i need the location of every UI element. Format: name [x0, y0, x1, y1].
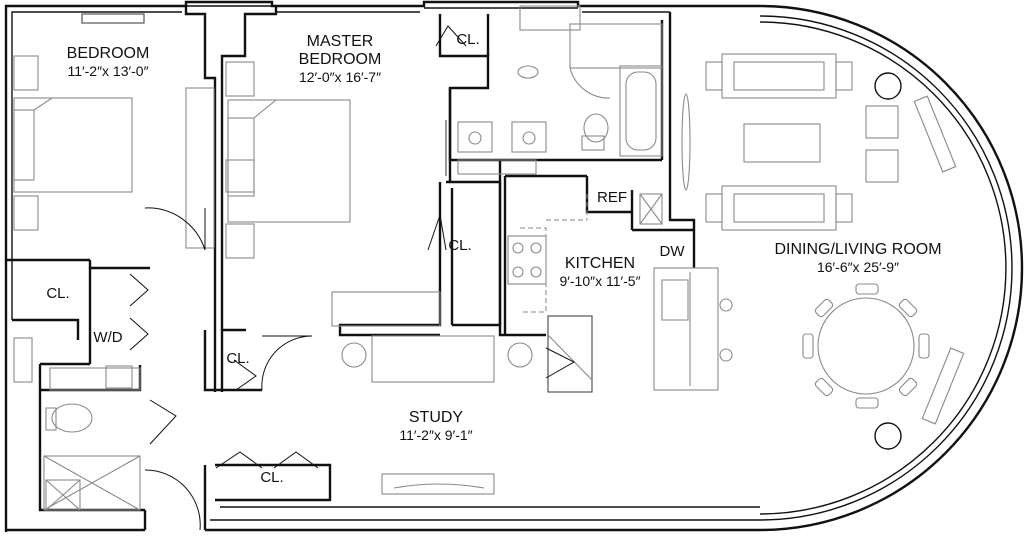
closet-label-master-bath: CL. [456, 31, 479, 48]
dining-living-room-dimensions: 16′-6″x 25′-9″ [817, 259, 899, 275]
furniture [13, 5, 965, 511]
washer-dryer-label: W/D [93, 329, 122, 346]
refrigerator-label: REF [597, 189, 627, 206]
closet-label-master: CL. [448, 237, 471, 254]
bedroom-label: BEDROOM [67, 45, 150, 62]
study-dimensions: 11′-2″x 9′-1″ [399, 427, 472, 443]
bedroom-dimensions: 11′-2″x 13′-0″ [67, 63, 148, 79]
closet-label-small: CL. [226, 350, 249, 367]
doors [129, 25, 576, 531]
exterior-walls [4, 0, 1024, 532]
kitchen-dimensions: 9′-10″x 11′-5″ [559, 273, 640, 289]
dishwasher-label: DW [660, 243, 686, 260]
master-bedroom-label-line1: MASTER [307, 33, 374, 50]
closet-label-study: CL. [260, 469, 283, 486]
master-bedroom-dimensions: 12′-0″x 16′-7″ [299, 69, 381, 85]
closet-label-bedroom: CL. [46, 285, 69, 302]
master-bedroom-label-line2: BEDROOM [299, 51, 382, 68]
room-labels: BEDROOM 11′-2″x 13′-0″ MASTER BEDROOM 12… [67, 33, 942, 443]
dining-living-room-label: DINING/LIVING ROOM [774, 241, 941, 258]
kitchen-label: KITCHEN [565, 255, 635, 272]
study-label: STUDY [409, 409, 464, 426]
fixture-labels: CL. CL. CL. CL. CL. W/D REF DW [46, 31, 685, 486]
